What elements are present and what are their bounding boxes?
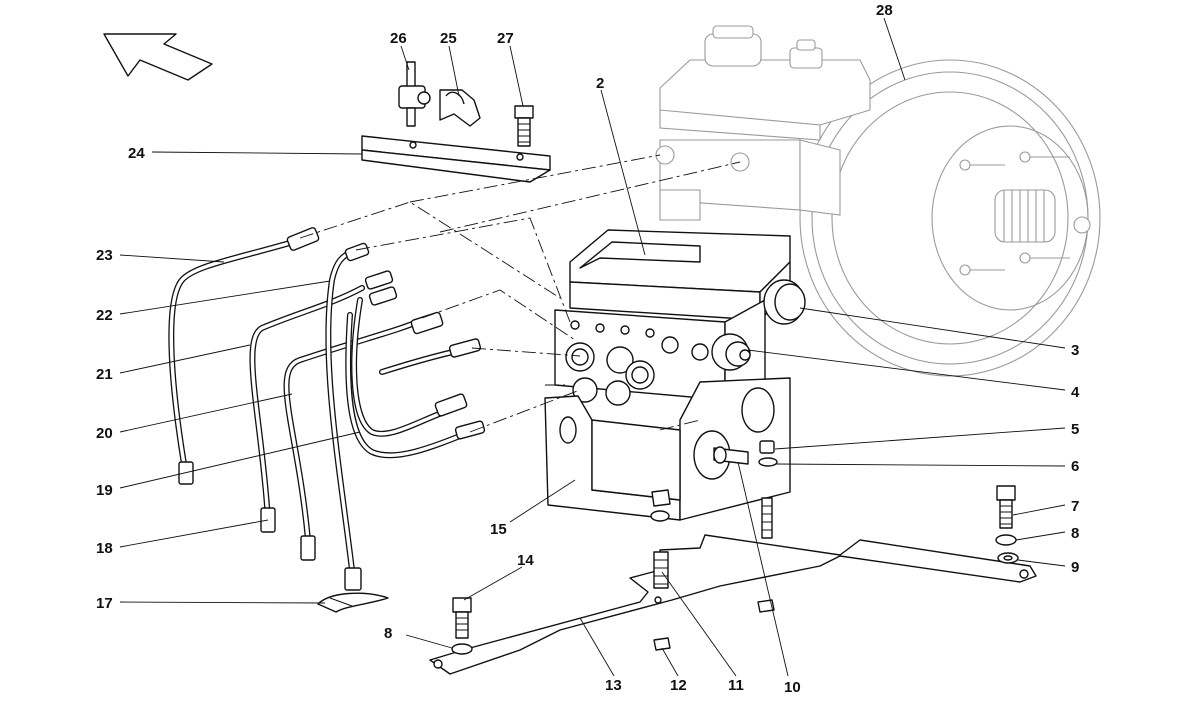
support-bracket-15 bbox=[544, 377, 791, 521]
washer-6 bbox=[758, 457, 778, 467]
callout-labels: 2 3 4 5 6 7 8 8 9 10 11 12 13 14 15 17 1… bbox=[96, 2, 1080, 696]
callout-25: 25 bbox=[440, 30, 457, 47]
leader-lines bbox=[119, 17, 1066, 677]
base-plate-13 bbox=[429, 534, 1037, 675]
callout-21: 21 bbox=[96, 366, 113, 383]
callout-5: 5 bbox=[1071, 421, 1079, 438]
clip-25 bbox=[439, 89, 481, 127]
washer-9 bbox=[997, 552, 1019, 564]
callout-15: 15 bbox=[490, 521, 507, 538]
callout-8-right: 8 bbox=[1071, 525, 1079, 542]
callout-20: 20 bbox=[96, 425, 113, 442]
callout-10: 10 bbox=[784, 679, 801, 696]
callout-7: 7 bbox=[1071, 498, 1079, 515]
threaded-stud-11 bbox=[653, 497, 773, 589]
callout-4: 4 bbox=[1071, 384, 1080, 401]
callout-22: 22 bbox=[96, 307, 113, 324]
valve-26 bbox=[398, 61, 431, 127]
callout-2: 2 bbox=[596, 75, 604, 92]
abs-control-unit-2 bbox=[554, 229, 791, 406]
pipe-clip-17 bbox=[317, 592, 389, 613]
callout-9: 9 bbox=[1071, 559, 1079, 576]
callout-6: 6 bbox=[1071, 458, 1079, 475]
callout-14: 14 bbox=[517, 552, 534, 569]
bolt-27 bbox=[514, 105, 534, 147]
callout-3: 3 bbox=[1071, 342, 1079, 359]
callout-12: 12 bbox=[670, 677, 687, 694]
master-cylinder-ghost bbox=[655, 25, 871, 221]
rubber-grommet-3 bbox=[763, 279, 806, 325]
mounting-strip-24 bbox=[361, 135, 551, 183]
stud-10 bbox=[713, 446, 749, 465]
assembly-centerlines bbox=[299, 154, 741, 433]
brake-pipes bbox=[168, 237, 475, 573]
callout-13: 13 bbox=[605, 677, 622, 694]
union-4 bbox=[711, 333, 751, 371]
callout-17: 17 bbox=[96, 595, 113, 612]
callout-26: 26 bbox=[390, 30, 407, 47]
brake-servo-ghost bbox=[799, 59, 1101, 377]
callout-23: 23 bbox=[96, 247, 113, 264]
direction-arrow-icon bbox=[103, 33, 213, 81]
callout-24: 24 bbox=[128, 145, 145, 162]
nut-5 bbox=[759, 440, 775, 454]
callout-8-left: 8 bbox=[384, 625, 392, 642]
bolt-14 bbox=[452, 597, 472, 639]
callout-19: 19 bbox=[96, 482, 113, 499]
callout-28: 28 bbox=[876, 2, 893, 19]
callout-27: 27 bbox=[497, 30, 514, 47]
bolt-7 bbox=[996, 485, 1016, 529]
nut-12 bbox=[650, 489, 775, 651]
callout-18: 18 bbox=[96, 540, 113, 557]
callout-11: 11 bbox=[728, 677, 744, 694]
